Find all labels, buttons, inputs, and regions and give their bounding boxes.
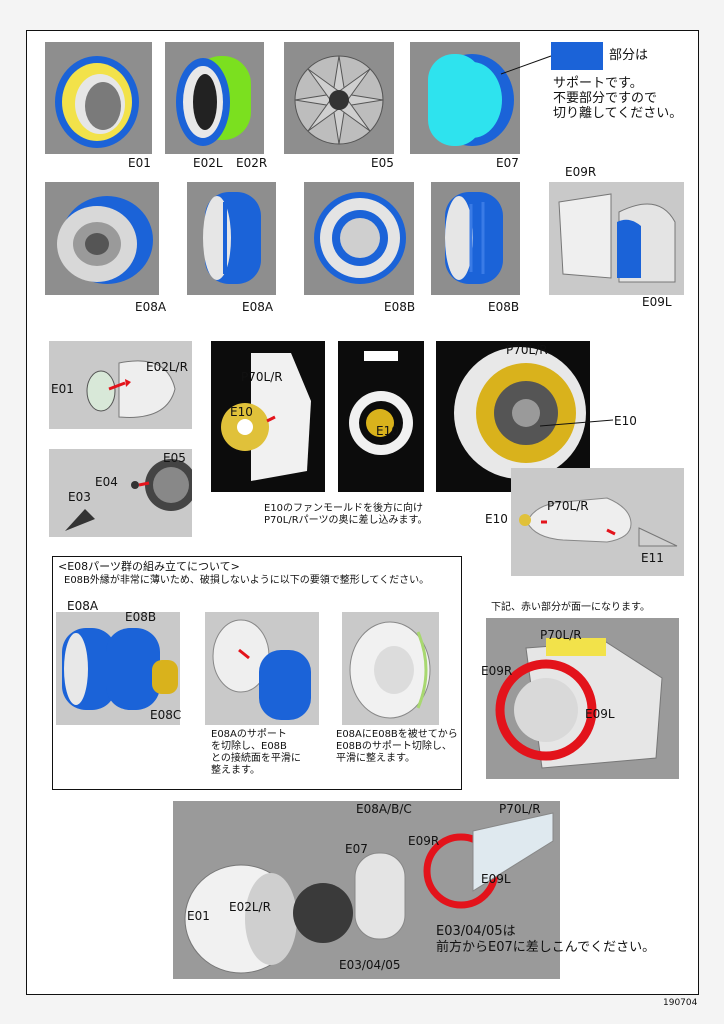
- legend-swatch-text: 部分は: [609, 48, 649, 63]
- step3-label-e10-a: E10: [230, 405, 253, 419]
- label-e08a-1: E08A: [135, 300, 167, 314]
- step3-label-e10-c: E10: [614, 414, 637, 428]
- step4-label-p70lr: P70L/R: [547, 499, 589, 513]
- e08-caption-right-2: E08Bのサポート切除し、: [336, 741, 452, 752]
- red-flush-image: [486, 618, 679, 779]
- step3-label-e10-b: E10: [376, 424, 399, 438]
- step2-label-e05: E05: [163, 451, 186, 465]
- e08-caption-right-1: E08AにE08Bを被せてから: [336, 729, 458, 740]
- final-label-e07: E07: [345, 842, 368, 856]
- e08-caption-mid-3: との接続面を平滑に: [211, 753, 301, 764]
- label-e07: E07: [496, 156, 519, 170]
- step4-label-e10: E10: [485, 512, 508, 526]
- step4-image: [511, 468, 684, 576]
- step1-label-e02lr: E02L/R: [146, 360, 188, 374]
- support-color-swatch: [551, 42, 603, 70]
- final-label-e09l: E09L: [481, 872, 511, 886]
- label-e08a-2: E08A: [242, 300, 274, 314]
- final-label-e02lr: E02L/R: [229, 900, 271, 914]
- step4-label-e11: E11: [641, 551, 664, 565]
- final-label-e0345: E03/04/05: [339, 958, 401, 972]
- red-note-text: 下記、赤い部分が面一になります。: [491, 602, 650, 613]
- label-e02l: E02L: [193, 156, 223, 170]
- e08-label-e08b: E08B: [125, 610, 157, 624]
- e08-image-mid: [205, 612, 319, 725]
- e08-caption-mid-4: 整えます。: [211, 765, 260, 776]
- label-e02r: E02R: [236, 156, 268, 170]
- red-label-p70lr: P70L/R: [540, 628, 582, 642]
- legend-line-2: 不要部分ですので: [553, 91, 658, 106]
- red-label-e09l: E09L: [585, 707, 615, 721]
- step2-label-e03: E03: [68, 490, 91, 504]
- step1-image: [49, 341, 192, 429]
- part-image-e08b-view1: [304, 182, 414, 295]
- step2-label-e04: E04: [95, 475, 118, 489]
- final-label-e08abc: E08A/B/C: [356, 802, 412, 816]
- e08-image-right: [342, 612, 439, 725]
- e08-label-e08c: E08C: [150, 708, 182, 722]
- step3-image-a: [211, 341, 325, 492]
- label-e08b-1: E08B: [384, 300, 416, 314]
- step3-label-p70lr-a: P70L/R: [241, 370, 283, 384]
- final-note-line-2: 前方からE07に差しこんでください。: [436, 940, 656, 955]
- step3-image-c: [436, 341, 590, 492]
- part-image-e05: [284, 42, 394, 154]
- e08-caption-right-3: 平滑に整えます。: [336, 753, 415, 764]
- part-image-e01: [45, 42, 152, 154]
- part-image-e08a-view2: [187, 182, 276, 295]
- part-image-e02lr: [165, 42, 264, 154]
- label-e09r: E09R: [565, 165, 597, 179]
- e08-image-left: [56, 612, 180, 725]
- label-e01: E01: [128, 156, 151, 170]
- label-e09l: E09L: [642, 295, 672, 309]
- final-label-e09r: E09R: [408, 834, 440, 848]
- step3-leader-line: [540, 419, 614, 427]
- red-label-e09r: E09R: [481, 664, 513, 678]
- step2-image: [49, 449, 192, 537]
- e08-section-title: <E08パーツ群の組み立てについて>: [58, 560, 240, 573]
- step3-image-b: [338, 341, 424, 492]
- step3-caption-line-1: E10のファンモールドを後方に向け: [264, 503, 424, 514]
- legend-line-1: サポートです。: [553, 76, 643, 91]
- e08-section-subtitle: E08B外縁が非常に薄いため、破損しないように以下の要領で整形してください。: [64, 575, 430, 586]
- part-image-e07: [410, 42, 520, 154]
- e08-caption-mid-2: を切除し、E08B: [211, 741, 287, 752]
- final-label-e01: E01: [187, 909, 210, 923]
- final-note-line-1: E03/04/05は: [436, 924, 516, 939]
- step3-caption-line-2: P70L/Rパーツの奥に差し込みます。: [264, 515, 428, 526]
- part-image-e08a-view1: [45, 182, 159, 295]
- label-e08b-2: E08B: [488, 300, 520, 314]
- part-image-e09lr: [549, 182, 684, 295]
- legend-line-3: 切り離してください。: [553, 106, 683, 121]
- document-code: 190704: [663, 998, 698, 1008]
- e08-label-e08a: E08A: [67, 599, 99, 613]
- final-label-p70lr: P70L/R: [499, 802, 541, 816]
- leader-line: [500, 55, 552, 75]
- final-assembly-image: [173, 801, 560, 979]
- e08-assembly-box: [52, 556, 462, 790]
- label-e05: E05: [371, 156, 394, 170]
- part-image-e08b-view2: [431, 182, 520, 295]
- step3-label-p70lr-b: P70L/R: [506, 343, 548, 357]
- step1-label-e01: E01: [51, 382, 74, 396]
- e08-caption-mid-1: E08Aのサポート: [211, 729, 287, 740]
